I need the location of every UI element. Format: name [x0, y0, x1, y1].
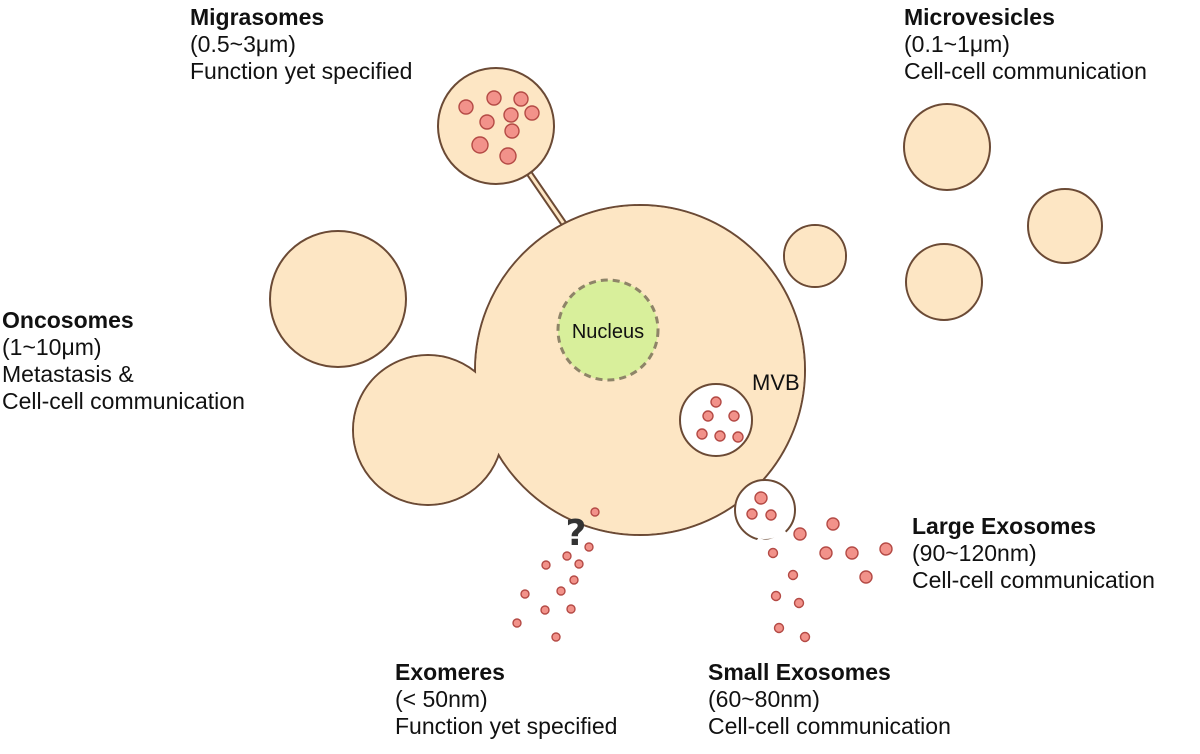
releasing-mvb-vesicle [746, 508, 758, 520]
exomeres-function: Function yet specified [395, 713, 618, 739]
exomere-particle [566, 604, 576, 614]
oncosome-vesicle [269, 230, 407, 368]
large-exosomes-function: Cell-cell communication [912, 567, 1155, 593]
small-exosomes-title: Small Exosomes [708, 659, 891, 685]
releasing-mvb-vesicle [765, 509, 777, 521]
migrasome-vesicle [479, 114, 495, 130]
oncosomes-title: Oncosomes [2, 307, 134, 333]
small-exosome [787, 569, 799, 581]
microvesicles-title: Microvesicles [904, 4, 1055, 30]
nucleus-label: Nucleus [572, 321, 644, 343]
large-exosome [845, 546, 859, 560]
microvesicles-function: Cell-cell communication [904, 58, 1147, 84]
migrasomes-title: Migrasomes [190, 4, 325, 30]
migrasome-vesicle [513, 91, 529, 107]
exomere-particle [512, 618, 522, 628]
migrasome-vesicle [524, 105, 540, 121]
exomere-particle [584, 542, 594, 552]
microvesicles-label: Microvesicles (0.1~1μm) Cell-cell commun… [904, 4, 1147, 85]
mvb-opening [755, 529, 789, 546]
large-exosomes-size: (90~120nm) [912, 540, 1037, 566]
small-exosomes-function: Cell-cell communication [708, 713, 951, 739]
exomeres-title: Exomeres [395, 659, 505, 685]
exomeres-size: (< 50nm) [395, 686, 488, 712]
mvb-vesicle [732, 431, 744, 443]
migrasomes-label: Migrasomes (0.5~3μm) Function yet specif… [190, 4, 412, 85]
exomere-particle [574, 559, 584, 569]
mvb-vesicle [714, 430, 726, 442]
migrasomes-size: (0.5~3μm) [190, 31, 296, 57]
oncosomes-function-1: Metastasis & [2, 361, 134, 387]
migrasome-body [437, 67, 555, 185]
mvb [679, 383, 753, 457]
mvb-label: MVB [752, 370, 800, 395]
mvb-vesicle [728, 410, 740, 422]
exomeres-label: Exomeres (< 50nm) Function yet specified [395, 659, 617, 740]
mvb-releasing [734, 479, 796, 541]
migrasome-vesicle [458, 99, 474, 115]
oncosomes-size: (1~10μm) [2, 334, 102, 360]
small-exosomes-label: Small Exosomes (60~80nm) Cell-cell commu… [708, 659, 951, 740]
small-exosome [770, 590, 782, 602]
migrasome-vesicle [503, 107, 519, 123]
small-exosome [799, 631, 811, 643]
small-exosome [773, 622, 785, 634]
microvesicle-3 [905, 243, 983, 321]
small-exosome [793, 597, 805, 609]
large-exosome [859, 570, 873, 584]
exosome-particles [767, 517, 893, 643]
exomere-particles [512, 507, 600, 642]
migrasome-vesicle [471, 136, 489, 154]
mvb-vesicles [696, 396, 777, 521]
large-exosome [879, 542, 893, 556]
exomere-particle [520, 589, 530, 599]
migrasomes-function: Function yet specified [190, 58, 413, 84]
migrasome-vesicle [486, 90, 502, 106]
large-exosomes-title: Large Exosomes [912, 513, 1097, 539]
exomere-particle [551, 632, 561, 642]
migrasome-vesicles [458, 90, 540, 165]
exomere-particle [540, 605, 550, 615]
exomere-particle [569, 575, 579, 585]
large-exosome [819, 546, 833, 560]
migrasome-vesicle [504, 123, 520, 139]
releasing-mvb-vesicle [754, 491, 768, 505]
small-exosome [767, 547, 779, 559]
exomere-particle [562, 551, 572, 561]
nucleus [556, 278, 660, 382]
small-exosomes-size: (60~80nm) [708, 686, 820, 712]
microvesicle-1 [903, 103, 991, 191]
large-exosome [826, 517, 840, 531]
exomere-particle [541, 560, 551, 570]
microvesicles-size: (0.1~1μm) [904, 31, 1010, 57]
question-mark-icon: ? [566, 513, 587, 554]
exomere-particle [590, 507, 600, 517]
mvb-vesicle [702, 410, 714, 422]
oncosomes-label: Oncosomes (1~10μm) Metastasis & Cell-cel… [2, 307, 245, 415]
large-exosome [793, 527, 807, 541]
mvb-vesicle [710, 396, 722, 408]
large-exosomes-label: Large Exosomes (90~120nm) Cell-cell comm… [912, 513, 1155, 594]
microvesicle-2 [1027, 188, 1103, 264]
oncosomes-function-2: Cell-cell communication [2, 388, 245, 414]
migrasome-vesicle [499, 147, 517, 165]
mvb-vesicle [696, 428, 708, 440]
exomere-particle [556, 586, 566, 596]
